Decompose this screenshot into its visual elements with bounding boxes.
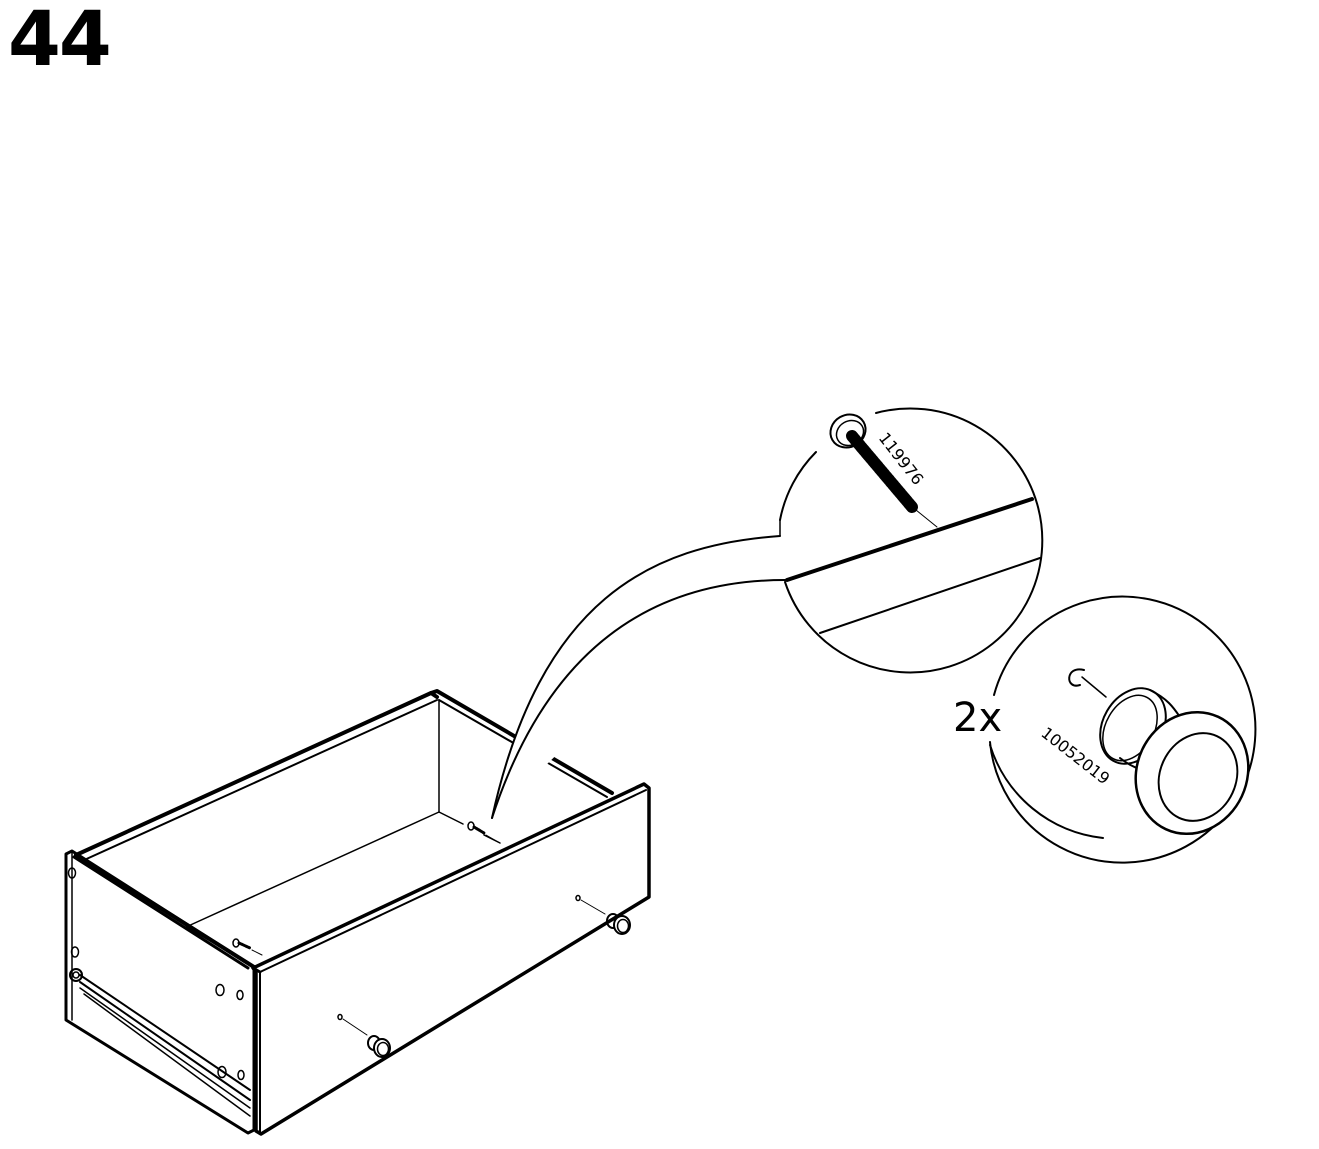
screw-inner-back-icon — [467, 821, 501, 844]
step-number: 44 — [8, 0, 112, 83]
knob-detail-icon — [1068, 668, 1250, 836]
knob-quantity: 2x — [953, 695, 1002, 741]
screw-callout — [779, 407, 1044, 674]
knob-part-number: 10052019 — [1038, 723, 1114, 788]
callout-pointer — [491, 519, 786, 819]
knob-front-left-icon — [337, 1013, 391, 1058]
knob-front-right-icon — [575, 894, 631, 935]
screw-detail-icon — [829, 413, 938, 528]
knob-callout — [989, 595, 1257, 864]
screw-inner-left-icon — [232, 938, 263, 956]
drawer — [64, 689, 651, 1136]
